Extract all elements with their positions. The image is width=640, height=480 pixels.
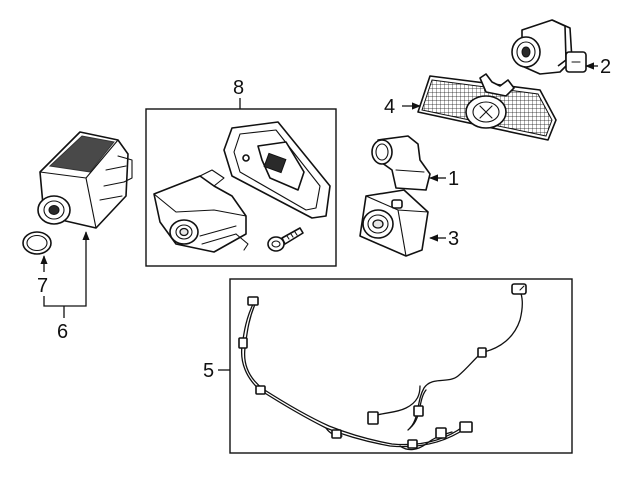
part-2-sensor [511,19,587,75]
part-5-harness [238,283,527,451]
callout-6: 6 [57,321,68,343]
part-8-cover [223,121,331,219]
callout-2: 2 [600,56,611,78]
callout-1: 1 [448,168,459,190]
callout-8: 8 [233,77,244,99]
part-4-bracket [417,73,557,141]
callout-7: 7 [37,275,48,297]
callout-5: 5 [203,360,214,382]
leader-6 [43,231,90,307]
part-5-frame [229,278,573,454]
part-3-bezel [359,189,429,257]
part-8-bracket [153,169,249,253]
part-7-ring [22,231,52,255]
part-8-screw [267,227,304,252]
part-6-module [37,131,133,229]
callout-3: 3 [448,228,459,250]
callout-4: 4 [384,96,395,118]
part-8-frame [145,108,337,267]
part-1-housing [371,135,431,191]
